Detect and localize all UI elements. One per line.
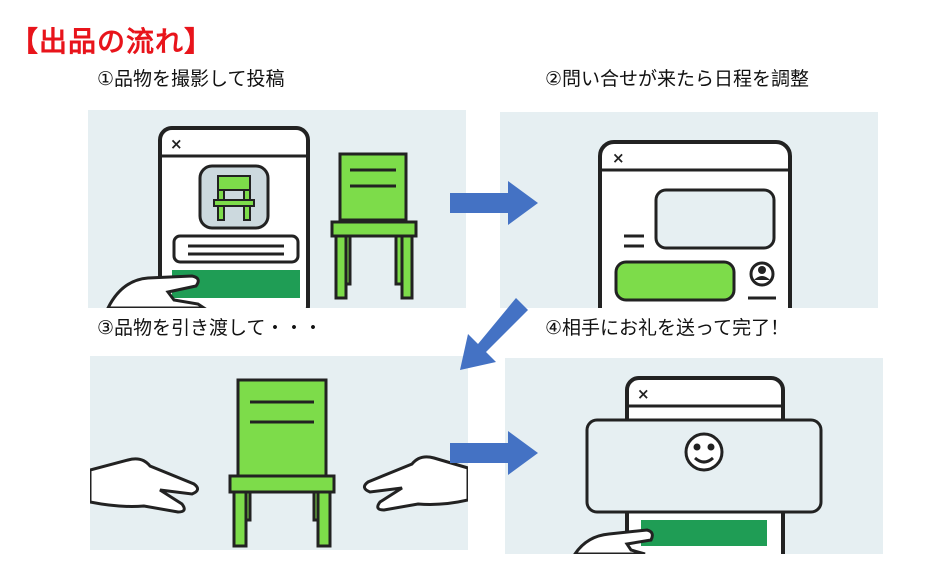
- chair-icon: [330, 152, 418, 300]
- page-title: 【出品の流れ】: [10, 25, 214, 58]
- right-hand-icon: [363, 455, 468, 512]
- chair-icon: [228, 378, 336, 548]
- arrow-right-icon: [450, 431, 538, 475]
- step-2-illustration: ×: [500, 112, 878, 308]
- step-1-label: ①品物を撮影して投稿: [97, 68, 285, 90]
- arrow-right-icon: [450, 181, 538, 225]
- step-4-illustration: ×: [505, 358, 883, 554]
- hand-icon: [573, 528, 654, 554]
- step-3-illustration: [90, 356, 468, 550]
- step-1-illustration: ×: [88, 110, 466, 308]
- arrow-down-left-icon: [460, 298, 528, 370]
- step-2-label: ②問い合せが来たら日程を調整: [545, 68, 810, 90]
- user-icon: [749, 261, 775, 287]
- close-icon: ×: [612, 149, 625, 167]
- smiley-face-icon: [684, 432, 724, 472]
- complete-button: [641, 520, 767, 546]
- reply-message-bubble: [614, 260, 736, 302]
- step-4-label: ④相手にお礼を送って完了！: [545, 317, 790, 339]
- incoming-message-bubble: [654, 188, 776, 250]
- close-icon: ×: [170, 135, 183, 153]
- step-3-label: ③品物を引き渡して・・・: [97, 317, 323, 339]
- hand-icon: [106, 274, 207, 308]
- chair-thumbnail-icon: [213, 175, 255, 221]
- left-hand-icon: [90, 457, 199, 514]
- close-icon: ×: [637, 385, 650, 403]
- description-field: [172, 234, 300, 264]
